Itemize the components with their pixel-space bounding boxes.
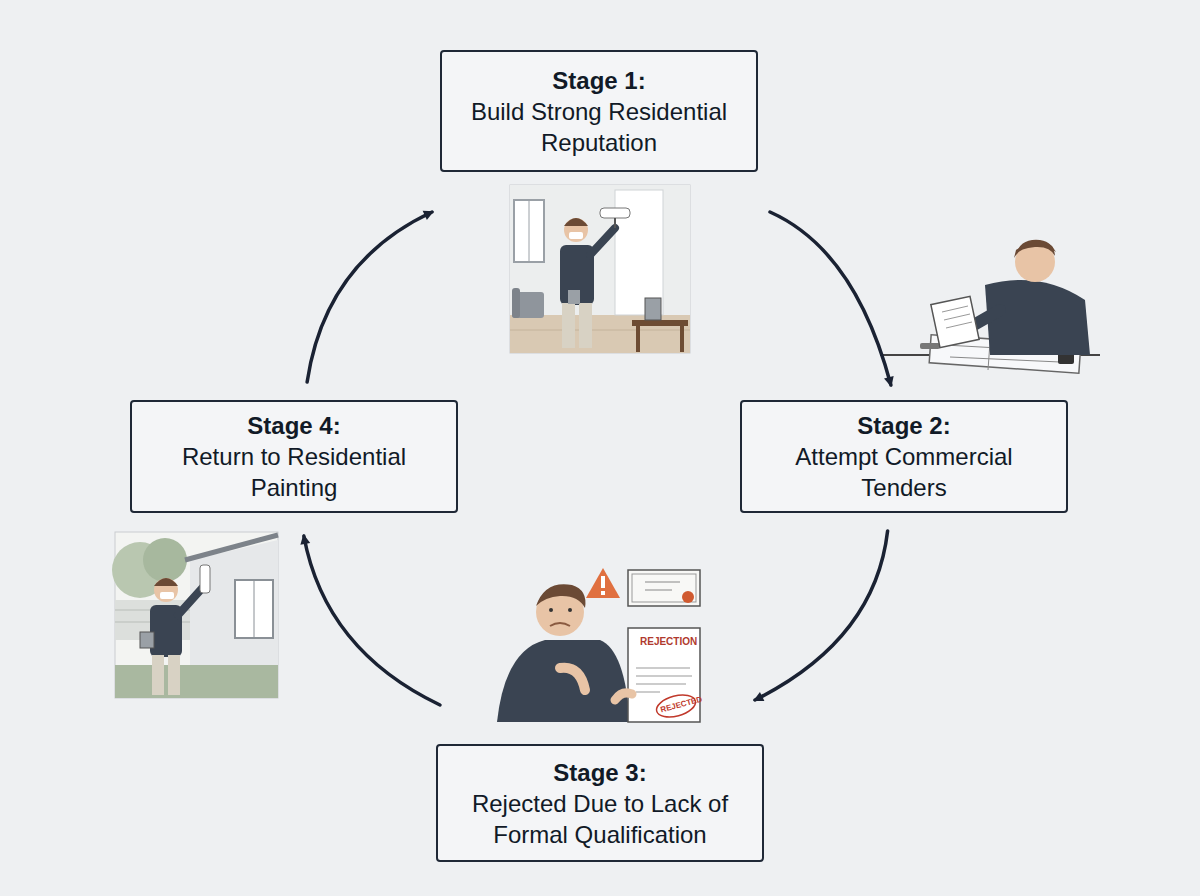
exterior-painting-illustration [112, 532, 278, 698]
exterior-painting-illustration-part [115, 665, 278, 698]
cycle-arrow [755, 531, 888, 700]
exterior-painting-illustration-part [254, 580, 255, 638]
exterior-painting-illustration-part [154, 578, 178, 586]
interior-painting-illustration-part [600, 208, 630, 218]
rejection-illustration-part [549, 608, 553, 612]
interior-painting-illustration-part [680, 326, 684, 352]
stage-heading: Stage 1: [552, 65, 645, 96]
interior-painting-illustration-part [579, 303, 592, 348]
rejection-illustration-part [636, 676, 692, 677]
rejection-illustration-part [601, 576, 605, 588]
interior-painting-illustration-part [529, 200, 530, 262]
interior-painting-illustration-part [510, 330, 690, 331]
tender-review-illustration-part [946, 322, 972, 328]
exterior-painting-illustration-part [152, 655, 164, 695]
cycle-arrow [770, 212, 891, 385]
rejection-illustration [497, 568, 700, 722]
exterior-painting-illustration-part [160, 592, 174, 599]
stage-description: Build Strong Residential Reputation [456, 96, 742, 158]
rejection-illustration-part [636, 684, 686, 685]
exterior-painting-illustration-part [185, 535, 278, 560]
tender-review-illustration-part [950, 357, 1060, 362]
tender-review-illustration-part [942, 306, 968, 312]
interior-painting-illustration-part [562, 303, 575, 348]
rejection-illustration-part [636, 692, 660, 693]
rejection-illustration-part [615, 693, 632, 700]
interior-painting-illustration-part [645, 298, 661, 320]
stage-heading: Stage 2: [857, 410, 950, 441]
rejection-illustration-part [682, 591, 694, 603]
tender-review-illustration-part [944, 314, 970, 320]
interior-painting-illustration-part [510, 185, 690, 353]
rejection-illustration-part [586, 568, 620, 598]
interior-painting-illustration-part [564, 218, 588, 226]
stage-heading: Stage 4: [247, 410, 340, 441]
rejection-illustration-part [632, 574, 696, 602]
interior-painting-illustration [510, 185, 690, 353]
interior-painting-illustration-part [590, 228, 615, 255]
rejection-illustration-part [560, 668, 585, 690]
stage-box: Stage 2:Attempt Commercial Tenders [740, 400, 1068, 513]
tender-review-illustration-part [920, 343, 940, 349]
exterior-painting-illustration-part [200, 565, 210, 593]
interior-painting-illustration-part [564, 218, 588, 242]
interior-painting-illustration-part [514, 200, 544, 262]
rejection-illustration-part [601, 591, 605, 595]
interior-painting-illustration-part [510, 315, 690, 353]
exterior-painting-illustration-part [140, 632, 154, 648]
stage-description: Rejected Due to Lack of Formal Qualifica… [452, 788, 748, 850]
exterior-painting-illustration-part [235, 580, 273, 638]
stage-box: Stage 1:Build Strong Residential Reputat… [440, 50, 758, 172]
stage-description: Attempt Commercial Tenders [756, 441, 1052, 503]
exterior-painting-illustration-part [168, 655, 180, 695]
document-heading: REJECTION [640, 636, 697, 647]
rejection-illustration-part [550, 623, 570, 626]
cycle-arrow [304, 536, 440, 705]
tender-review-illustration [880, 240, 1100, 373]
interior-painting-illustration-part [636, 326, 640, 352]
stage-description: Return to Residential Painting [146, 441, 442, 503]
rejection-illustration-part [568, 608, 572, 612]
tender-review-illustration-part [931, 296, 979, 347]
rejection-illustration-part [628, 570, 700, 606]
interior-painting-illustration-part [512, 288, 520, 318]
rejection-illustration-part [645, 590, 672, 591]
cycle-arrow [307, 212, 432, 382]
interior-painting-illustration-part [568, 290, 580, 304]
tender-review-illustration-part [985, 280, 1090, 355]
stage-heading: Stage 3: [553, 757, 646, 788]
rejection-illustration-part [645, 582, 680, 583]
stage-box: Stage 4:Return to Residential Painting [130, 400, 458, 513]
interior-painting-illustration-part [614, 218, 616, 228]
exterior-painting-illustration-part [154, 578, 178, 602]
exterior-painting-illustration-part [143, 538, 187, 582]
tender-review-illustration-part [1016, 240, 1055, 256]
rejection-illustration-part [636, 668, 690, 669]
interior-painting-illustration-part [569, 232, 583, 239]
interior-painting-illustration-part [632, 320, 688, 326]
rejection-illustration-part [497, 640, 630, 722]
rejection-illustration-part [536, 584, 585, 608]
stage-box: Stage 3:Rejected Due to Lack of Formal Q… [436, 744, 764, 862]
